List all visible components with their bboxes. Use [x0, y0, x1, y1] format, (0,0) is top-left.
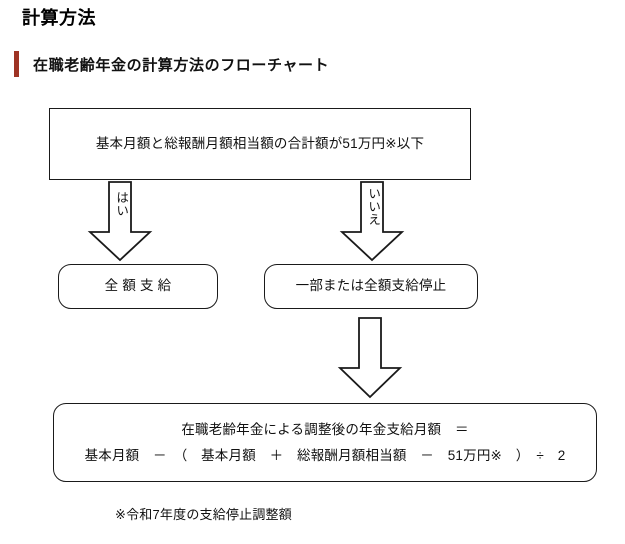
flowchart-formula-box: 在職老齢年金による調整後の年金支給月額 ＝ 基本月額 － （ 基本月額 ＋ 総報… [53, 403, 597, 482]
flowchart-condition-text: 基本月額と総報酬月額相当額の合計額が51万円※以下 [95, 135, 425, 151]
branch-label-no: いいえ [366, 187, 381, 226]
branch-label-yes: はい [114, 191, 129, 217]
flowchart-condition-box: 基本月額と総報酬月額相当額の合計額が51万円※以下 [49, 108, 471, 180]
flowchart-outcome-suspension: 一部または全額支給停止 [264, 264, 478, 309]
flowchart-formula-line-1: 在職老齢年金による調整後の年金支給月額 ＝ [181, 421, 469, 437]
branch-arrow-no: いいえ [339, 181, 405, 262]
page-title: 計算方法 [22, 8, 96, 28]
flowchart-formula-line-2: 基本月額 － （ 基本月額 ＋ 総報酬月額相当額 － 51万円※ ） ÷ 2 [84, 447, 566, 463]
flowchart-outcome-full-payment: 全 額 支 給 [58, 264, 218, 309]
branch-arrow-yes: はい [87, 181, 153, 262]
section-heading: 在職老齢年金の計算方法のフローチャート [14, 50, 329, 78]
section-heading-label: 在職老齢年金の計算方法のフローチャート [33, 56, 330, 74]
down-block-arrow-icon [339, 181, 405, 262]
connector-arrow-to-formula [337, 317, 403, 400]
accent-bar-icon [14, 51, 19, 77]
flowchart-outcome-full-payment-text: 全 額 支 給 [104, 278, 172, 294]
down-block-arrow-icon [337, 317, 403, 399]
down-block-arrow-icon [87, 181, 153, 262]
footnote-text: ※令和7年度の支給停止調整額 [115, 507, 292, 522]
flowchart-outcome-suspension-text: 一部または全額支給停止 [295, 278, 447, 294]
